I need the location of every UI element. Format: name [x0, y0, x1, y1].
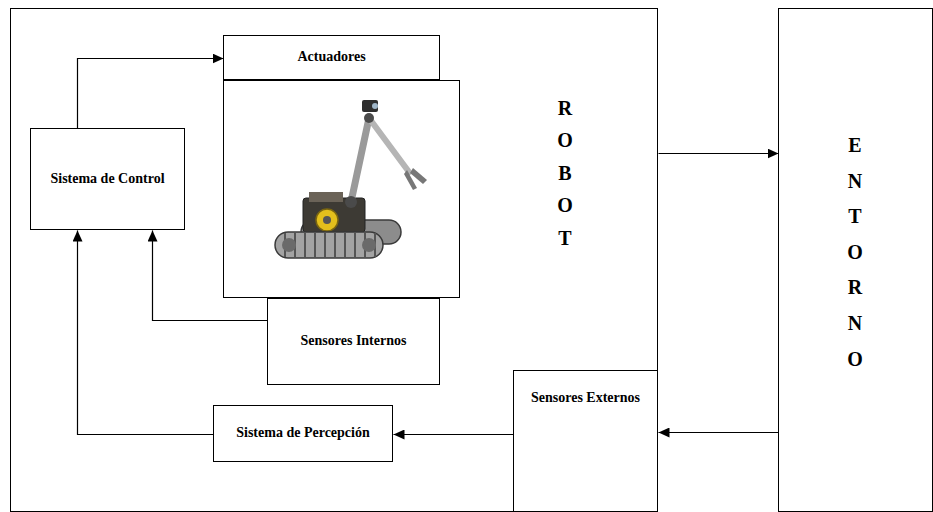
box-label: Sistema de Control	[46, 170, 168, 189]
vertical-label: ENTORNO	[845, 128, 865, 377]
connector-arrow	[394, 434, 514, 435]
connector-arrow	[659, 153, 779, 154]
connector-arrow	[78, 231, 214, 435]
connector-arrow	[659, 432, 779, 433]
control-box: Sistema de Control	[30, 128, 185, 230]
vertical-label: ROBOT	[555, 92, 575, 254]
environment-frame: ENTORNO	[778, 8, 933, 512]
actuator-box: Actuadores	[223, 35, 440, 80]
box-label: Actuadores	[293, 48, 369, 67]
box-label: Sistema de Percepción	[232, 424, 374, 443]
robot-illustration	[223, 80, 460, 298]
vertical-label-holder: ENTORNO	[835, 128, 875, 377]
sensor-box: Sensores Externos	[513, 370, 658, 512]
connector-arrow	[78, 59, 224, 129]
box-label: Sensores Externos	[527, 389, 644, 408]
perception-box: Sistema de Percepción	[213, 405, 393, 462]
box-label: Sensores Internos	[297, 332, 411, 351]
sensor-box: Sensores Internos	[267, 298, 440, 385]
robot-frame: ROBOT Sistema de Control ActuadoresSensore…	[10, 8, 658, 512]
vertical-label-holder: ROBOT	[545, 92, 585, 254]
